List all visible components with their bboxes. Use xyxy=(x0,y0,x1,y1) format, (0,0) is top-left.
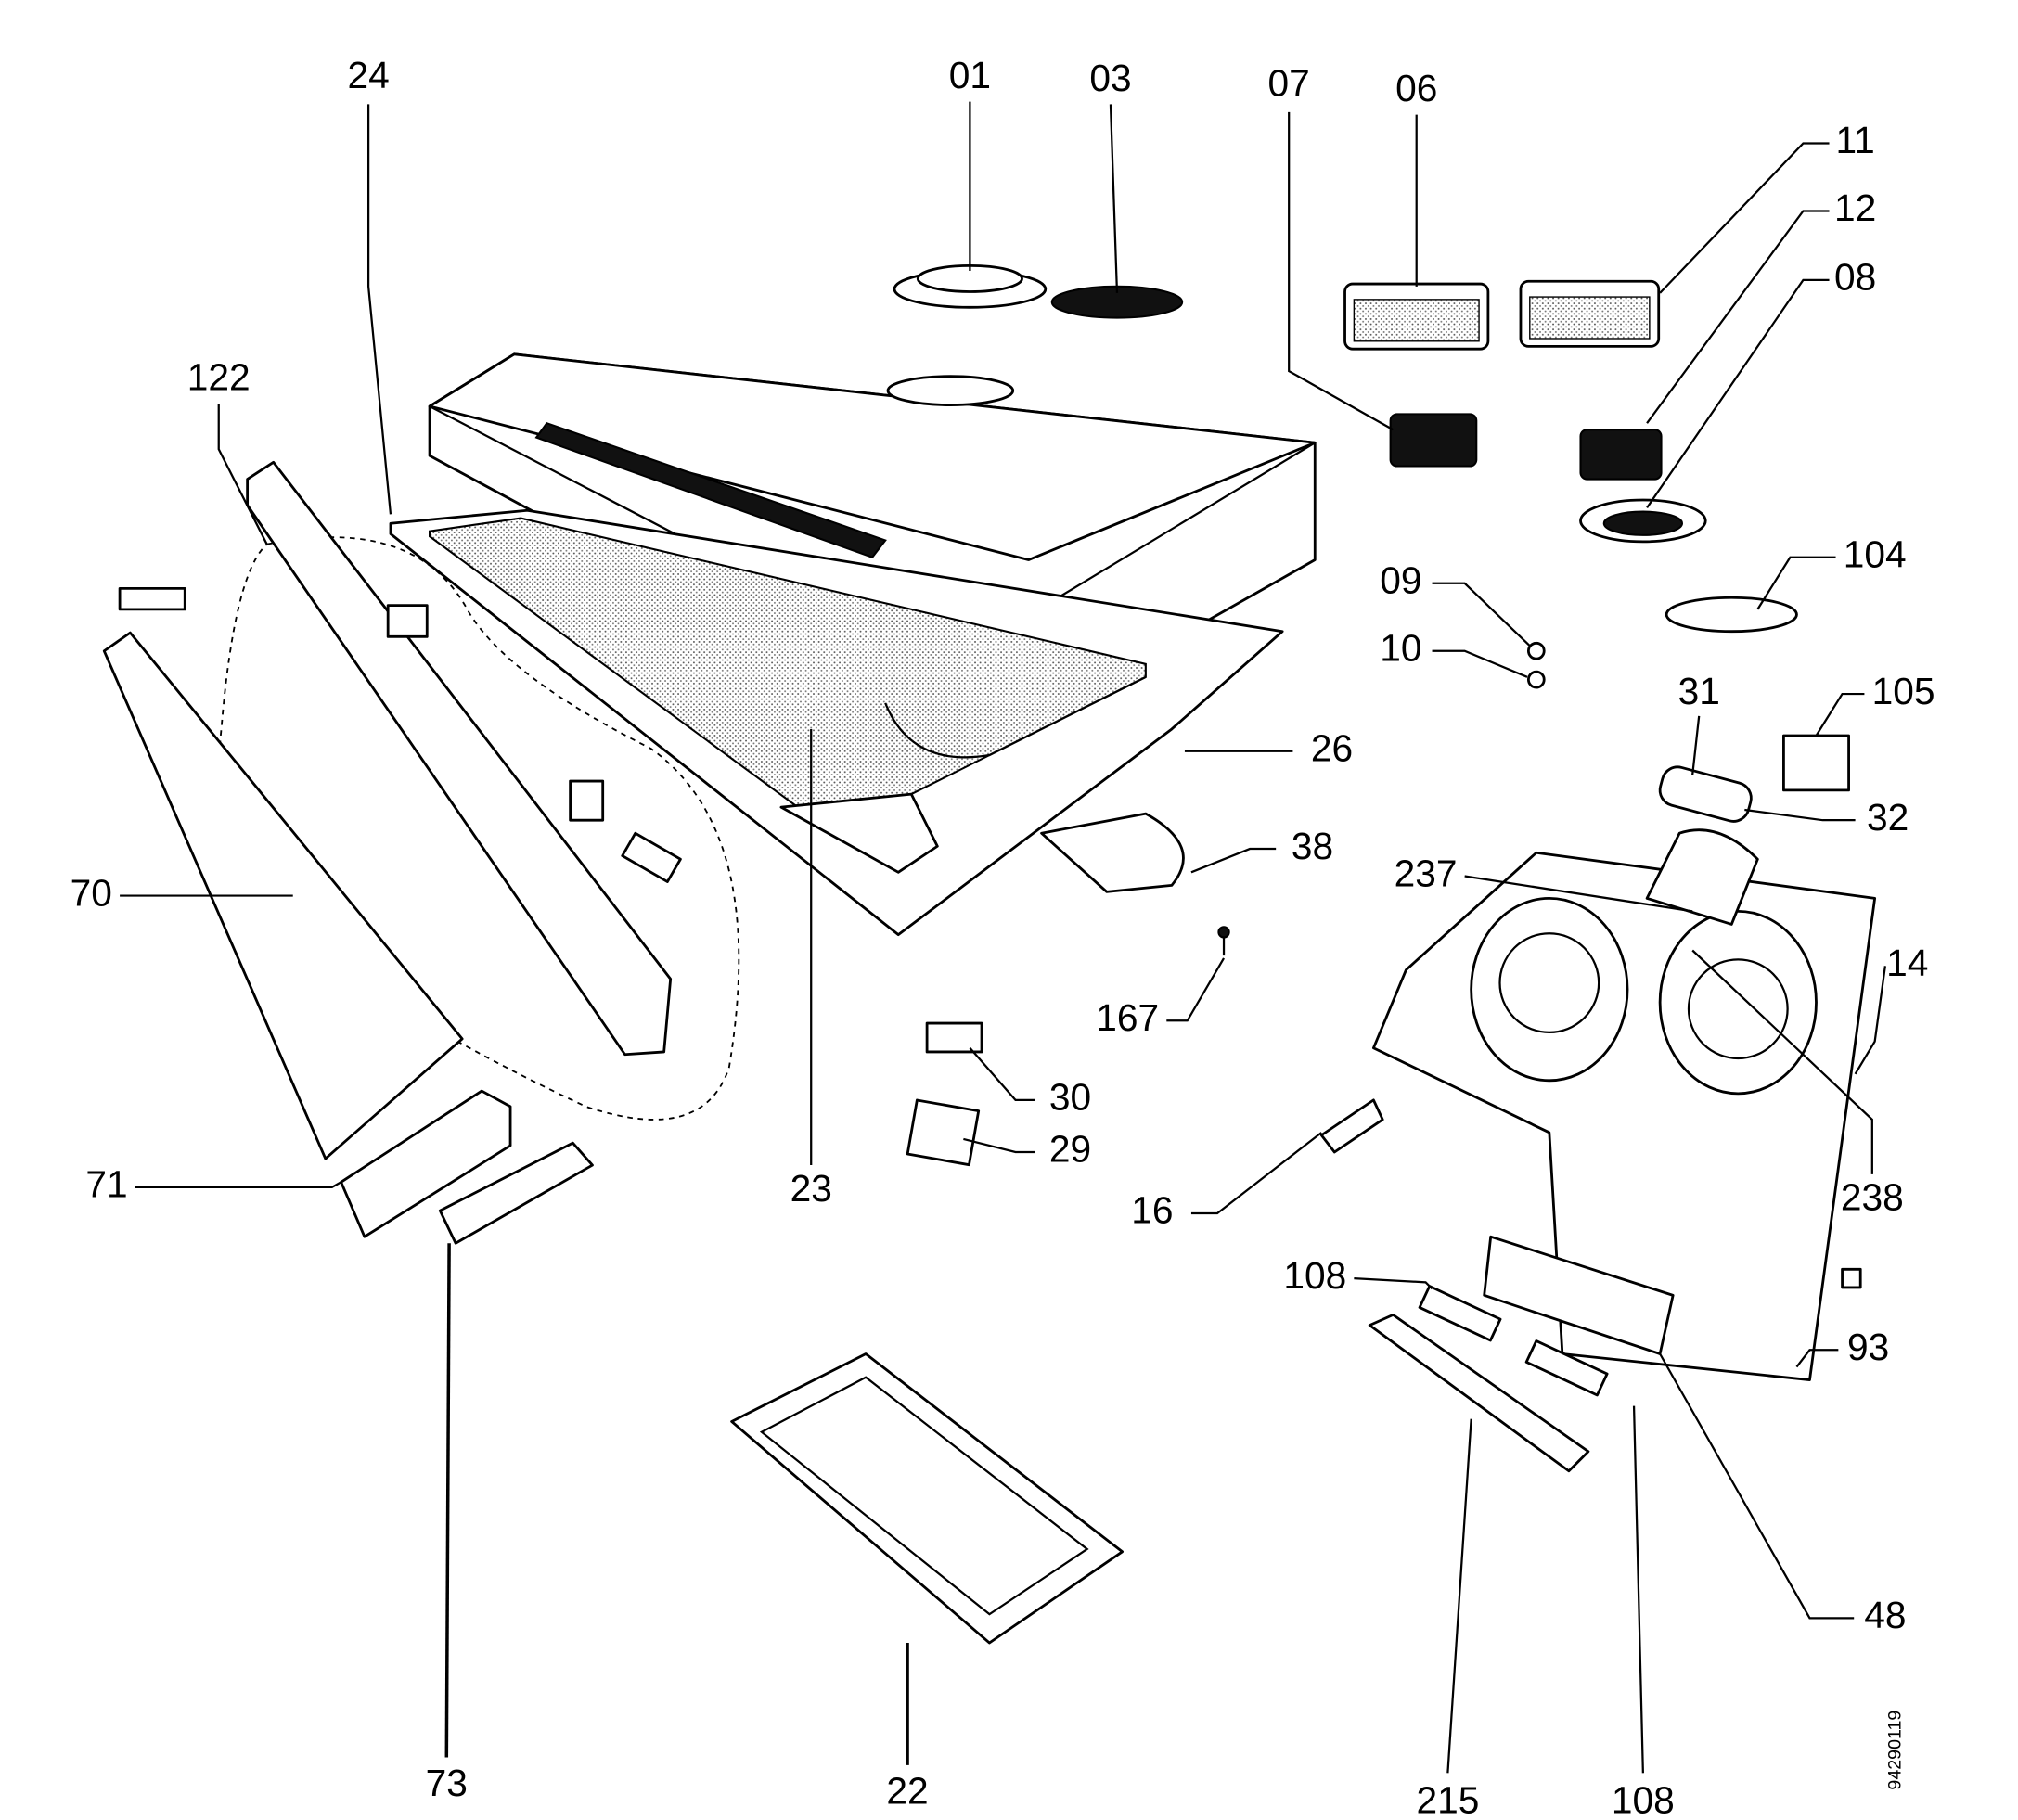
grease-filter-frame xyxy=(389,508,1284,937)
callout-08: 08 xyxy=(1834,256,1876,299)
callout-104: 104 xyxy=(1844,532,1907,575)
part-09-10-knobs xyxy=(1526,641,1546,689)
part-108-clip xyxy=(1418,1285,1609,1397)
part-105-switch xyxy=(1782,734,1850,792)
part-07-motor xyxy=(1389,413,1478,468)
part-11-carbon-filter xyxy=(1519,279,1661,348)
callout-38: 38 xyxy=(1292,825,1333,867)
part-104-lens xyxy=(1665,596,1798,634)
callout-71: 71 xyxy=(85,1163,127,1206)
part-38-handle xyxy=(1040,812,1185,893)
callout-167: 167 xyxy=(1096,996,1159,1039)
part-31-lamp xyxy=(1658,765,1753,823)
callout-24: 24 xyxy=(347,54,389,96)
callout-11: 11 xyxy=(1835,119,1874,161)
callout-30: 30 xyxy=(1049,1076,1091,1119)
callout-10: 10 xyxy=(1380,627,1421,670)
part-08-fan xyxy=(1579,498,1707,544)
callout-122: 122 xyxy=(187,356,251,399)
part-01-collar xyxy=(893,264,1048,309)
control-keys xyxy=(534,421,887,558)
callout-09: 09 xyxy=(1380,559,1421,602)
callout-22: 22 xyxy=(886,1770,928,1813)
callout-31: 31 xyxy=(1678,670,1720,712)
callout-93: 93 xyxy=(1847,1326,1889,1368)
callout-48: 48 xyxy=(1864,1594,1906,1636)
part-12-motor xyxy=(1579,429,1663,481)
callout-26: 26 xyxy=(1311,727,1353,770)
part-22-filter-tray xyxy=(730,1352,1124,1645)
part-16-plate xyxy=(1319,1098,1384,1154)
leader-lines xyxy=(120,101,1886,1774)
part-215-bar xyxy=(1368,1314,1590,1473)
callout-29: 29 xyxy=(1049,1128,1091,1171)
callout-108-upper: 108 xyxy=(1283,1254,1346,1297)
callout-06: 06 xyxy=(1395,67,1437,109)
drawing-code: 94290119 xyxy=(1885,1711,1906,1790)
part-73-bracket xyxy=(438,1141,594,1245)
callout-14: 14 xyxy=(1886,942,1928,984)
callout-215: 215 xyxy=(1416,1778,1479,1820)
callout-03: 03 xyxy=(1089,57,1131,99)
callout-238: 238 xyxy=(1841,1176,1904,1219)
callout-labels: 24 01 03 07 06 11 12 08 122 104 09 10 31… xyxy=(71,54,1935,1820)
part-30-29-clips xyxy=(906,1021,983,1167)
callout-108-lower: 108 xyxy=(1612,1778,1675,1820)
callout-07: 07 xyxy=(1268,62,1310,105)
callout-237: 237 xyxy=(1395,852,1458,894)
callout-73: 73 xyxy=(426,1762,468,1804)
part-167-screw xyxy=(1217,926,1230,956)
callout-105: 105 xyxy=(1872,670,1935,712)
part-06-carbon-filter xyxy=(1343,282,1490,351)
callout-12: 12 xyxy=(1834,186,1876,229)
callout-70: 70 xyxy=(71,871,112,914)
callout-23: 23 xyxy=(790,1167,832,1210)
callout-01: 01 xyxy=(949,54,991,96)
callout-32: 32 xyxy=(1867,796,1909,839)
callout-16: 16 xyxy=(1131,1189,1173,1232)
part-71-bracket xyxy=(340,1089,512,1238)
